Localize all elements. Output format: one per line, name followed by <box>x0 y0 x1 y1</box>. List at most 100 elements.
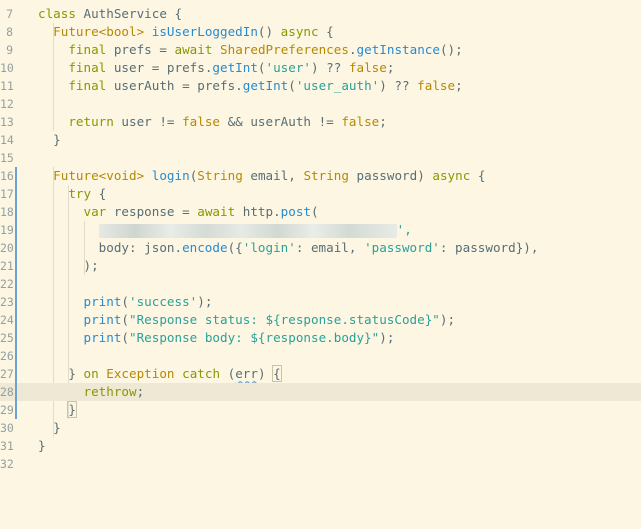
code-line-22[interactable]: 22 <box>0 275 641 293</box>
code-token: ; <box>386 60 395 75</box>
code-token: false <box>182 114 221 129</box>
code-token: ); <box>197 294 213 309</box>
code-token: && userAuth != <box>220 114 342 129</box>
indent-guide <box>53 23 55 131</box>
modified-line-marker <box>15 311 17 329</box>
line-code: ); <box>38 257 98 275</box>
code-token: } <box>38 420 61 435</box>
code-token: ( <box>288 78 296 93</box>
code-line-19[interactable]: 19 ', <box>0 221 641 239</box>
code-token: ( <box>121 330 130 345</box>
code-line-17[interactable]: 17 try { <box>0 185 641 203</box>
code-token: Future<void> <box>53 168 145 183</box>
code-line-9[interactable]: 9 final prefs = await SharedPreferences.… <box>0 41 641 59</box>
code-token: async <box>280 24 319 39</box>
code-line-8[interactable]: 8 Future<bool> isUserLoggedIn() async { <box>0 23 641 41</box>
code-line-11[interactable]: 11 final userAuth = prefs.getInt('user_a… <box>0 77 641 95</box>
code-line-26[interactable]: 26 <box>0 347 641 365</box>
code-token <box>38 24 53 39</box>
code-token: rethrow <box>83 384 137 399</box>
code-token: () <box>257 24 281 39</box>
code-line-28[interactable]: 28 rethrow; <box>0 383 641 401</box>
code-token: 'login' <box>242 240 296 255</box>
code-token <box>38 312 84 327</box>
code-token: response = <box>106 204 198 219</box>
code-token: user != <box>113 114 183 129</box>
line-code: rethrow; <box>38 383 145 401</box>
code-token: final <box>68 60 107 75</box>
code-line-12[interactable]: 12 <box>0 95 641 113</box>
code-token <box>175 366 183 381</box>
code-token: post <box>280 204 312 219</box>
code-token: ) <box>257 366 274 381</box>
code-token <box>38 60 68 75</box>
line-number: 11 <box>0 79 14 93</box>
code-line-24[interactable]: 24 print("Response status: ${response.st… <box>0 311 641 329</box>
code-token: var <box>83 204 107 219</box>
code-line-13[interactable]: 13 return user != false && userAuth != f… <box>0 113 641 131</box>
code-token <box>38 186 68 201</box>
code-line-31[interactable]: 31} <box>0 437 641 455</box>
code-line-27[interactable]: 27 } on Exception catch (err) { <box>0 365 641 383</box>
line-code: print("Response status: ${response.statu… <box>38 311 456 329</box>
code-token: final <box>68 42 107 57</box>
code-line-25[interactable]: 25 print("Response body: ${response.body… <box>0 329 641 347</box>
modified-line-marker <box>15 203 17 221</box>
code-token: 'user_auth' <box>295 78 380 93</box>
line-code: } <box>38 419 61 437</box>
code-token: } <box>38 132 61 147</box>
code-line-18[interactable]: 18 var response = await http.post( <box>0 203 641 221</box>
line-number: 14 <box>0 133 14 147</box>
code-token: String <box>197 168 243 183</box>
code-token: isUserLoggedIn <box>151 24 258 39</box>
line-number: 18 <box>0 205 14 219</box>
line-code: class AuthService { <box>38 5 182 23</box>
code-token <box>38 294 84 309</box>
line-number: 9 <box>6 43 13 57</box>
code-line-30[interactable]: 30 } <box>0 419 641 437</box>
code-token: email, <box>242 168 304 183</box>
code-token: prefs = <box>106 42 175 57</box>
indent-guide <box>83 221 85 275</box>
code-line-14[interactable]: 14 } <box>0 131 641 149</box>
code-line-15[interactable]: 15 <box>0 149 641 167</box>
code-line-23[interactable]: 23 print('success'); <box>0 293 641 311</box>
line-code: final prefs = await SharedPreferences.ge… <box>38 41 462 59</box>
code-token: Exception <box>106 366 175 381</box>
code-token: ) ?? <box>379 78 418 93</box>
line-number: 30 <box>0 421 14 435</box>
code-token: ( <box>121 312 130 327</box>
code-line-21[interactable]: 21 ); <box>0 257 641 275</box>
line-code: Future<void> login(String email, String … <box>38 167 485 185</box>
code-line-16[interactable]: 16 Future<void> login(String email, Stri… <box>0 167 641 185</box>
modified-line-marker <box>15 167 17 185</box>
code-token: class <box>38 6 76 21</box>
line-number: 13 <box>0 115 14 129</box>
code-token: ); <box>379 330 395 345</box>
code-line-10[interactable]: 10 final user = prefs.getInt('user') ?? … <box>0 59 641 77</box>
modified-line-marker <box>15 347 17 365</box>
redacted-url <box>98 223 397 238</box>
modified-line-marker <box>15 185 17 203</box>
line-code: final userAuth = prefs.getInt('user_auth… <box>38 77 462 95</box>
code-token: login <box>151 168 190 183</box>
code-token: ) ?? <box>311 60 349 75</box>
code-token: await <box>174 42 213 57</box>
line-number: 32 <box>0 457 14 471</box>
line-number: 27 <box>0 367 14 381</box>
code-line-32[interactable]: 32 <box>0 455 641 473</box>
code-line-29[interactable]: 29 } <box>0 401 641 419</box>
code-token: ', <box>396 222 412 237</box>
code-token: getInstance <box>356 42 440 57</box>
line-number: 25 <box>0 331 14 345</box>
code-token: } <box>38 438 46 453</box>
code-line-20[interactable]: 20 body: json.encode({'login': email, 'p… <box>0 239 641 257</box>
code-token: password) <box>348 168 433 183</box>
code-token: getInt <box>242 78 289 93</box>
code-token: return <box>68 114 114 129</box>
line-code: var response = await http.post( <box>38 203 319 221</box>
code-token: false <box>417 78 456 93</box>
code-token <box>38 204 84 219</box>
